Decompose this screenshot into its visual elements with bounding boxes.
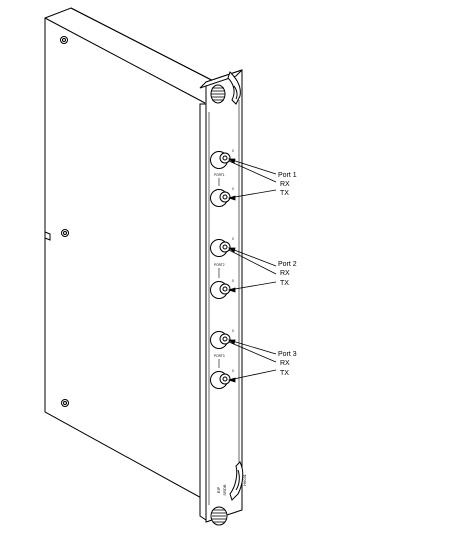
port-2-rx-label: RX [280,270,290,277]
bottom-thumbscrew-icon[interactable] [210,506,228,526]
top-ejector-lever[interactable] [227,71,241,105]
port-3-tx-connector[interactable] [210,371,231,389]
port-1-tx-label: TX [280,190,289,197]
port-1-tx-connector[interactable] [210,189,231,207]
port-3-tx-label: TX [280,370,289,377]
port-3-tx-mark: 0 [232,369,234,373]
port-3-rx-label: RX [280,360,290,367]
port-2-tx-connector[interactable] [210,281,231,299]
port-1-rx-mark: 0 [232,149,234,153]
board-mounting-holes [60,36,69,407]
port-1-connector-label: PORT1 [214,173,225,177]
bottom-ejector-lever[interactable] [229,461,244,501]
port-2-group: 0 PORT2 0 Port 2 RX TX [210,237,297,299]
faceplate-model-label: EIP SRDB [216,484,227,495]
port-2-rx-connector[interactable] [210,239,231,257]
port-3-rx-mark: 0 [232,329,234,333]
port-1-rx-connector[interactable] [210,151,231,169]
port-3-connector-label: PORT3 [214,354,225,358]
port-1-rx-label: RX [280,181,290,188]
port-2-rx-mark: 0 [232,237,234,241]
figure-number: H6031 [242,473,247,486]
port-1-tx-mark: 0 [232,187,234,191]
mounting-hole-icon [60,36,68,44]
port-2-tx-label: TX [280,280,289,287]
port-3-rx-connector[interactable] [210,331,231,349]
port-2-connector-label: PORT2 [214,263,225,267]
port-1-leader-lines [227,158,277,201]
port-1-group: 0 PORT1 0 Port 1 RX TX [210,149,297,207]
mounting-hole-icon [61,399,69,407]
port-2-leader-lines [227,247,277,293]
port-2-title: Port 2 [278,261,297,268]
port-3-leader-lines [227,339,277,383]
port-3-title: Port 3 [278,351,297,358]
port-3-group: 0 PORT3 0 Port 3 RX TX [210,329,297,389]
faceplate-label-line1: EIP [216,486,221,493]
port-1-title: Port 1 [278,172,297,179]
top-thumbscrew-icon[interactable] [210,84,226,104]
port-2-tx-mark: 0 [232,279,234,283]
faceplate-label-line2: SRDB [222,484,227,495]
mounting-hole-icon [61,229,69,237]
